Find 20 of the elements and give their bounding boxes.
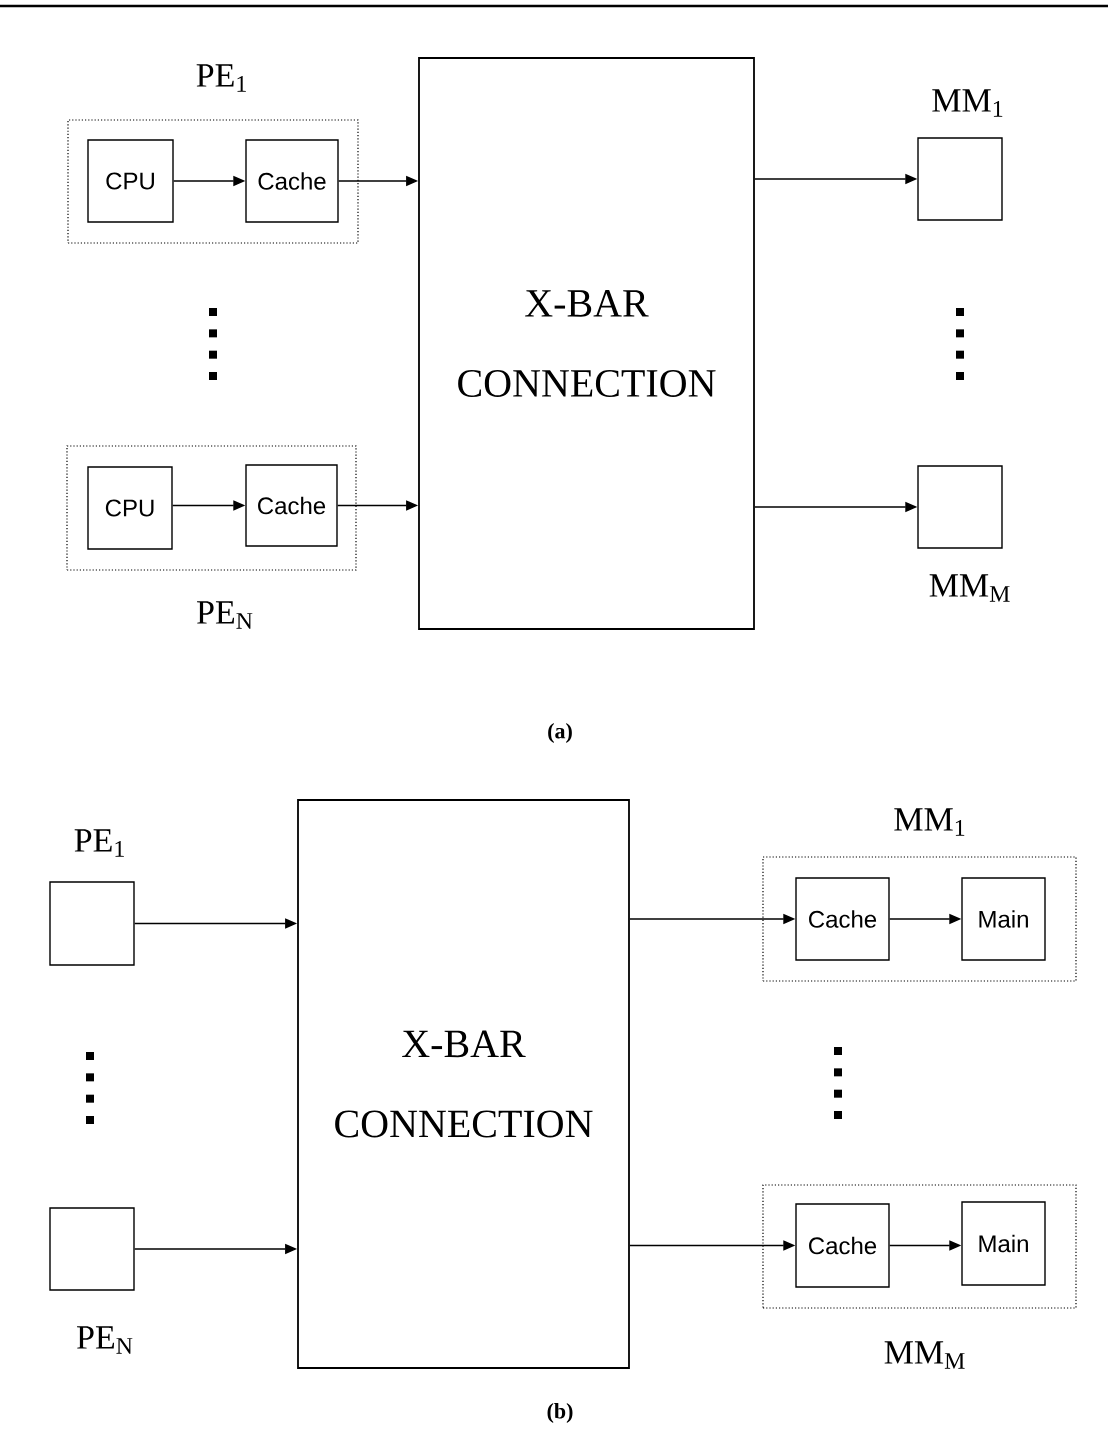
crossbar-box: X-BAR CONNECTION: [297, 799, 630, 1369]
box-heading: PE$_{N}$: [197, 601, 253, 629]
component-box: Cache: [795, 1203, 890, 1288]
box-heading: PE$_{1}$: [74, 829, 124, 857]
box-heading: MM$_{M}$: [884, 1341, 965, 1369]
component-box: Main: [961, 877, 1046, 961]
crossbar-box: X-BAR CONNECTION: [418, 57, 755, 630]
panel-label: (a): [548, 723, 572, 743]
component-box: Cache: [245, 464, 338, 547]
component-box: Main: [961, 1201, 1046, 1286]
box-heading: MM$_{1}$: [932, 89, 1003, 117]
box-heading: PE$_{1}$: [196, 64, 246, 92]
box-heading: PE$_{N}$: [77, 1326, 133, 1354]
component-box: Cache: [795, 877, 890, 961]
box-heading: MM$_{1}$: [894, 808, 965, 836]
box-heading: MM$_{M}$: [929, 574, 1010, 602]
component-box: CPU: [87, 139, 174, 223]
panel-label: (b): [547, 1403, 573, 1423]
component-box: CPU: [87, 466, 173, 550]
component-box: Cache: [245, 139, 339, 223]
